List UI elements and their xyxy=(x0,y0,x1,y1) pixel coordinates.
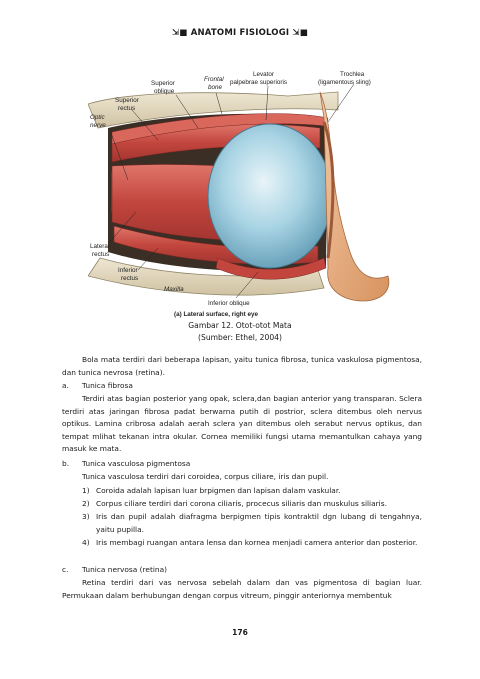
maxilla-shape xyxy=(88,257,325,296)
section-c-mark: c. xyxy=(62,565,69,574)
figure-source: (Sumber: Ethel, 2004) xyxy=(198,333,282,342)
figure-subtitle: (a) Lateral surface, right eye xyxy=(174,311,258,318)
figure-caption: Gambar 12. Otot-otot Mata xyxy=(188,321,292,330)
section-b-title: Tunica vasculosa pigmentosa xyxy=(82,459,191,468)
eye-muscles-figure: Superior oblique Frontal bone Levator pa… xyxy=(88,62,398,320)
label-inferior-rectus-l2: rectus xyxy=(121,275,138,282)
section-a-text: Terdiri atas bagian posterior yang opak,… xyxy=(62,394,422,454)
nose-shape xyxy=(319,91,390,302)
label-trochlea-l1: Trochlea xyxy=(340,71,365,78)
label-optic-nerve-l2: nerve xyxy=(90,122,106,129)
list-item-text: Corpus ciliare terdiri dari corona cilia… xyxy=(96,499,387,508)
label-inferior-rectus-l1: Inferior xyxy=(118,267,138,274)
label-trochlea-l2: (ligamentous sling) xyxy=(318,79,371,86)
section-a-title: Tunica fibrosa xyxy=(82,381,133,390)
label-superior-rectus-l1: Superior xyxy=(115,97,139,104)
label-inferior-oblique: Inferior oblique xyxy=(208,300,250,307)
label-levator-l2: palpebrae superioris xyxy=(230,79,287,86)
label-lateral-rectus-l2: rectus xyxy=(92,251,109,258)
label-maxilla: Maxilla xyxy=(164,286,184,293)
label-superior-oblique-l2: oblique xyxy=(154,88,175,95)
list-item-number: 1) xyxy=(82,486,90,495)
label-lateral-rectus-l1: Lateral xyxy=(90,243,109,250)
section-c-title: Tunica nervosa (retina) xyxy=(82,565,168,574)
label-superior-oblique: Superior oblique xyxy=(151,80,177,95)
label-trochlea: Trochlea (ligamentous sling) xyxy=(318,71,371,86)
label-lateral-rectus: Lateral rectus xyxy=(90,243,111,258)
list-item-number: 4) xyxy=(82,538,90,547)
label-frontal-bone-l1: Frontal xyxy=(204,76,224,83)
section-a-mark: a. xyxy=(62,381,69,390)
label-superior-rectus-l2: rectus xyxy=(118,105,135,112)
inferior-oblique-shape xyxy=(215,257,327,280)
header-ornament-right: ⇲■ xyxy=(292,28,309,38)
page-number: 176 xyxy=(232,628,248,637)
section-b-intro: Tunica vasculosa terdiri dari coroidea, … xyxy=(82,472,329,481)
label-superior-rectus: Superior rectus xyxy=(115,97,141,112)
frontal-bone-shape xyxy=(88,91,339,129)
label-optic-nerve: Optic nerve xyxy=(90,114,106,129)
section-c-text: Retina terdiri dari vas nervosa sebelah … xyxy=(62,578,422,600)
running-header: ⇲■ ANATOMI FISIOLOGI ⇲■ xyxy=(0,28,480,38)
label-levator: Levator palpebrae superioris xyxy=(230,71,287,86)
header-title: ANATOMI FISIOLOGI xyxy=(190,28,290,38)
label-frontal-bone: Frontal bone xyxy=(204,76,225,91)
label-inferior-rectus: Inferior rectus xyxy=(118,267,139,282)
intro-paragraph: Bola mata terdiri dari beberapa lapisan,… xyxy=(62,355,422,377)
eyelid-shape xyxy=(322,121,335,259)
label-optic-nerve-l1: Optic xyxy=(90,114,106,121)
label-levator-l1: Levator xyxy=(253,71,274,78)
label-frontal-bone-l2: bone xyxy=(208,84,223,91)
list-item-text: Iris dan pupil adalah diafragma berpigme… xyxy=(96,512,422,534)
list-item-number: 2) xyxy=(82,499,90,508)
label-superior-oblique-l1: Superior xyxy=(151,80,175,87)
section-b-mark: b. xyxy=(62,459,70,468)
header-ornament-left: ⇲■ xyxy=(171,28,188,38)
list-item-text: Iris membagi ruangan antara lensa dan ko… xyxy=(96,538,418,547)
eyeball-shape xyxy=(207,123,333,269)
leader-lines xyxy=(107,83,355,299)
list-item-text: Coroida adalah lapisan luar brpigmen dan… xyxy=(96,486,341,495)
list-item-number: 3) xyxy=(82,512,90,521)
eye-muscles-illustration: Superior oblique Frontal bone Levator pa… xyxy=(88,71,390,318)
